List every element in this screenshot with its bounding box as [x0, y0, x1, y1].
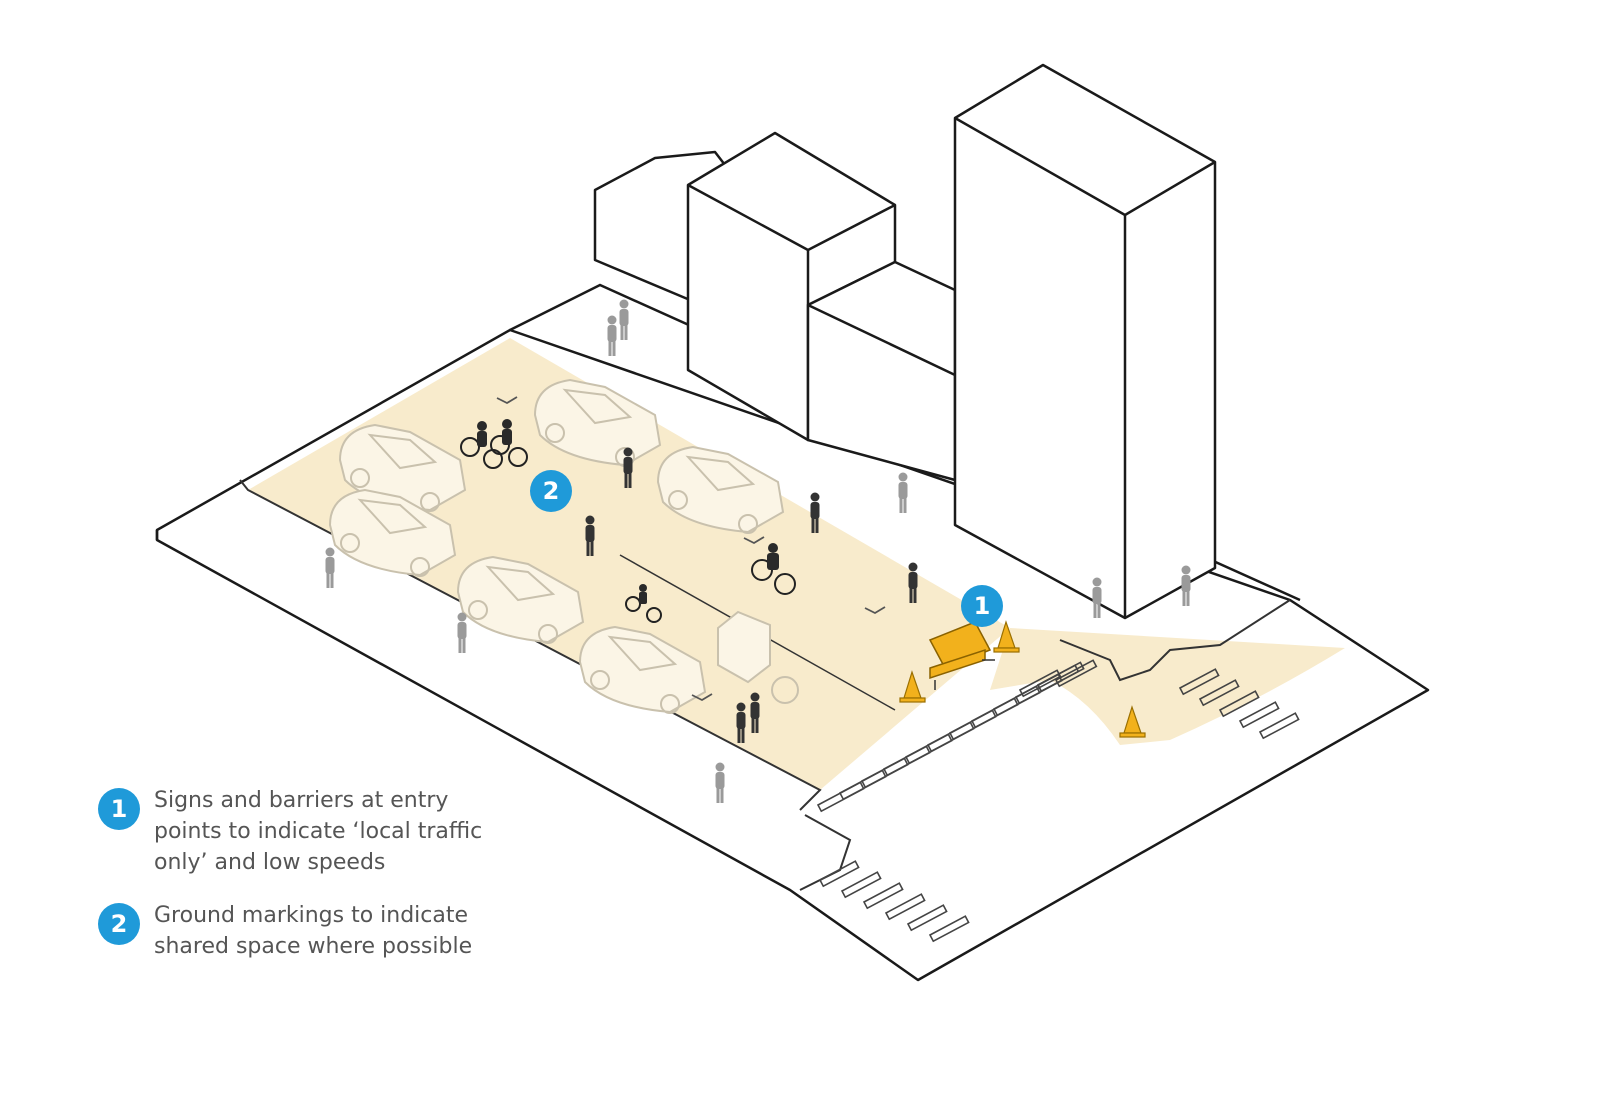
cargo-tricycle — [717, 610, 799, 704]
crosswalk-front — [816, 659, 1098, 813]
ground-markings — [496, 396, 886, 702]
buildings — [593, 63, 1217, 620]
marker-2-number: 2 — [542, 477, 560, 505]
marker-1: 1 — [961, 585, 1003, 627]
legend-number-2: 2 — [98, 903, 140, 945]
marker-2: 2 — [530, 470, 572, 512]
legend-text-2: Ground markings to indicate shared space… — [154, 903, 473, 959]
cyclists — [460, 435, 796, 623]
barrier-sign — [928, 621, 995, 690]
crosswalk-right — [1178, 668, 1300, 740]
crosswalk-bottom — [818, 860, 970, 943]
marker-1-number: 1 — [973, 592, 991, 620]
legend-text-1: Signs and barriers at entry points to in… — [154, 788, 483, 875]
pedestrians — [325, 299, 1191, 803]
cyclist-riders — [477, 419, 779, 604]
legend-number-1: 1 — [98, 788, 140, 830]
traffic-cones — [899, 620, 1146, 738]
cars — [328, 378, 785, 714]
